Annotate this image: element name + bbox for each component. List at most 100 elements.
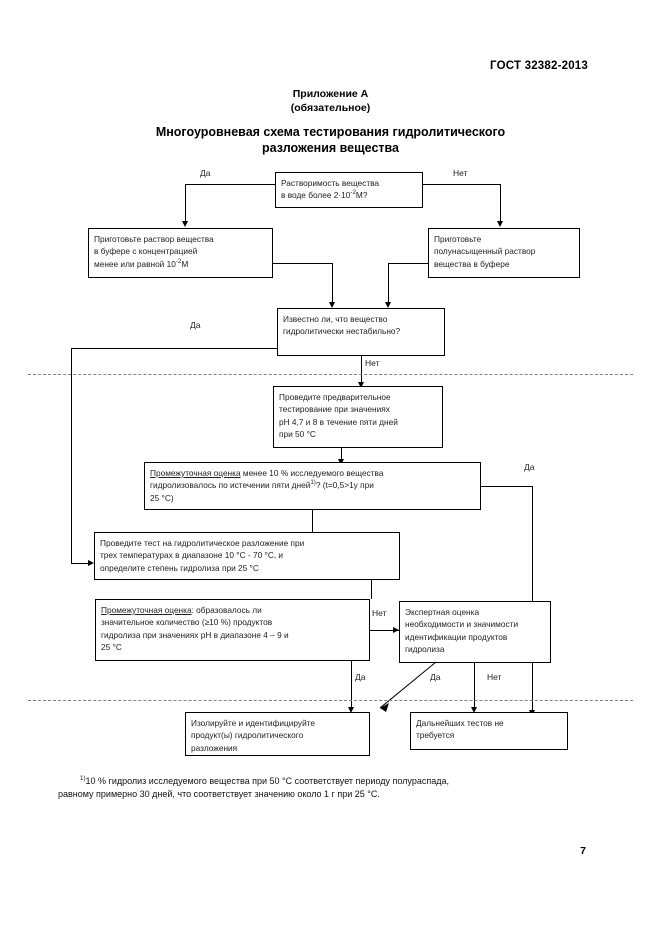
line-interim2-no xyxy=(370,630,399,631)
arrow-interim2-no-to-expert xyxy=(393,627,399,633)
line-expert-yes-diagonal xyxy=(379,661,437,712)
node-interim1-footnote-ref: 1) xyxy=(310,479,316,487)
node-solubility-line2: в воде более 2·10-2М? xyxy=(281,189,417,201)
line-known-no-down xyxy=(361,356,362,384)
line-expert-no-down xyxy=(474,663,475,709)
line-buffer-down xyxy=(332,263,333,303)
node-isolate-line3: разложения xyxy=(191,742,238,753)
label-no-solubility: Нет xyxy=(453,168,468,178)
node-interim2-line1: Промежуточная оценка: образовалось ли xyxy=(101,604,364,616)
node-expert-line3: идентификации продуктов xyxy=(405,631,508,642)
node-solubility-line1: Растворимость вещества xyxy=(281,178,380,188)
label-yes-solubility: Да xyxy=(200,168,211,178)
page-title: Многоуровневая схема тестирования гидрол… xyxy=(155,125,506,155)
node-prepare-buffer-line3-b: М xyxy=(181,258,189,269)
node-hydrolysis-test-line2: трех температурах в диапазоне 10 °С - 70… xyxy=(100,550,284,561)
node-prepare-saturated-line1: Приготовьте xyxy=(434,234,482,244)
node-no-further-tests: Дальнейших тестов не требуется xyxy=(410,712,568,750)
node-interim2-line1-rest: : образовалось ли xyxy=(191,605,262,615)
node-hydrolysis-test-line1: Проведите тест на гидролитическое разлож… xyxy=(100,538,305,548)
node-prepare-buffer-line2: в буфере с концентрацией xyxy=(94,246,198,257)
annex-kind: (обязательное) xyxy=(290,102,371,114)
node-interim2-line2: значительное количество (≥10 %) продукто… xyxy=(101,617,273,628)
label-yes-known-unstable: Да xyxy=(190,320,201,330)
arrow-interim2-yes-to-isolate xyxy=(348,707,354,713)
line-known-yes-down xyxy=(71,348,72,563)
node-interim1-line1: Промежуточная оценка менее 10 % исследуе… xyxy=(150,467,475,479)
footnote: 1)10 % гидролиз исследуемого вещества пр… xyxy=(58,775,601,801)
node-isolate-identify: Изолируйте и идентифицируйте продукт(ы) … xyxy=(185,712,370,756)
document-standard-code: ГОСТ 32382-2013 xyxy=(490,60,588,72)
node-expert-line2: необходимости и значимости xyxy=(405,619,519,630)
node-preliminary-test-line1: Проведите предварительное xyxy=(279,392,391,402)
node-prepare-saturated-line3: вещества в буфере xyxy=(434,258,510,269)
node-prepare-saturated: Приготовьте полунасыщенный раствор вещес… xyxy=(428,228,580,278)
node-solubility-line2-b: М? xyxy=(355,190,368,201)
line-buffer-out xyxy=(273,263,333,264)
arrow-known-no-to-preliminary xyxy=(358,382,364,388)
node-known-unstable: Известно ли, что вещество гидролитически… xyxy=(277,308,445,356)
node-no-further-line2: требуется xyxy=(416,730,455,741)
line-preliminary-to-interim1 xyxy=(341,448,342,462)
node-expert-line4: гидролиза xyxy=(405,644,445,655)
node-interim-assessment-1: Промежуточная оценка менее 10 % исследуе… xyxy=(144,462,481,510)
node-prepare-buffer-line1: Приготовьте раствор вещества xyxy=(94,234,214,244)
arrow-to-prepare-saturated xyxy=(497,221,503,227)
node-interim-assessment-2: Промежуточная оценка: образовалось ли зн… xyxy=(95,599,370,661)
node-solubility-line2-a: в воде более 2·10 xyxy=(281,190,351,201)
node-no-further-line1: Дальнейших тестов не xyxy=(416,718,504,728)
line-known-yes-in xyxy=(71,563,91,564)
node-interim1-line2-a: гидролизовалось по истечении пяти дней xyxy=(150,480,311,491)
line-interim2-yes-down xyxy=(351,661,352,709)
annex-label: Приложение А xyxy=(292,88,369,100)
node-isolate-line2: продукт(ы) гидролитического xyxy=(191,730,304,741)
label-yes-interim1: Да xyxy=(524,462,535,472)
node-prepare-saturated-line2: полунасыщенный раствор xyxy=(434,246,536,257)
line-interim1-yes xyxy=(481,486,533,487)
node-hydrolysis-test-line3: определите степень гидролиза при 25 °С xyxy=(100,562,259,573)
node-preliminary-test-line4: при 50 °С xyxy=(279,429,316,440)
node-interim1-line2: гидролизовалось по истечении пяти дней1)… xyxy=(150,479,475,491)
line-solubility-right xyxy=(423,184,501,185)
node-solubility: Растворимость вещества в воде более 2·10… xyxy=(275,172,423,208)
line-interim1-no-down xyxy=(312,510,313,550)
line-solubility-left-down xyxy=(185,184,186,222)
node-prepare-buffer: Приготовьте раствор вещества в буфере с … xyxy=(88,228,273,278)
label-no-interim2: Нет xyxy=(372,608,387,618)
node-interim1-underlined: Промежуточная оценка xyxy=(150,468,241,478)
line-saturated-out xyxy=(388,263,429,264)
footnote-line2: равному примерно 30 дней, что соответств… xyxy=(58,789,380,799)
node-preliminary-test-line3: pH 4,7 и 8 в течение пяти дней xyxy=(279,416,398,427)
arrow-expert-no-to-no-further xyxy=(471,707,477,713)
label-yes-interim2: Да xyxy=(355,672,366,682)
node-expert-evaluation: Экспертная оценка необходимости и значим… xyxy=(399,601,551,663)
footnote-marker: 1) xyxy=(80,775,86,782)
label-no-known-unstable: Нет xyxy=(365,358,380,368)
node-prepare-buffer-line3-a: менее или равной 10 xyxy=(94,258,176,269)
node-preliminary-test-line2: тестирование при значениях xyxy=(279,404,390,415)
arrow-known-yes-to-hydrolysis xyxy=(88,560,94,566)
node-expert-line1: Экспертная оценка xyxy=(405,607,480,617)
line-interim1-yes-down xyxy=(532,486,533,712)
node-known-unstable-line1: Известно ли, что вещество xyxy=(283,314,388,324)
node-interim2-line3: гидролиза при значениях pH в диапазоне 4… xyxy=(101,629,289,640)
line-solubility-right-down xyxy=(500,184,501,222)
node-prepare-buffer-exponent: -2 xyxy=(175,258,182,266)
node-interim2-line4: 25 °С xyxy=(101,642,122,653)
footnote-line1: 1)10 % гидролиз исследуемого вещества пр… xyxy=(58,775,601,788)
divider-dashed-top xyxy=(28,374,633,375)
node-prepare-buffer-line3: менее или равной 10-2М xyxy=(94,258,267,270)
line-hydrolysis-to-interim2 xyxy=(371,580,372,599)
line-solubility-left xyxy=(185,184,275,185)
node-known-unstable-line2: гидролитически нестабильно? xyxy=(283,326,401,337)
node-hydrolysis-test: Проведите тест на гидролитическое разлож… xyxy=(94,532,400,580)
footnote-line1-text: 10 % гидролиз исследуемого вещества при … xyxy=(85,776,449,786)
node-solubility-exponent: -2 xyxy=(350,189,356,197)
label-no-expert: Нет xyxy=(487,672,502,682)
divider-dashed-bottom xyxy=(28,700,633,701)
arrow-buffer-to-known xyxy=(329,302,335,308)
node-isolate-line1: Изолируйте и идентифицируйте xyxy=(191,718,316,728)
line-known-yes xyxy=(71,348,277,349)
node-interim2-underlined: Промежуточная оценка xyxy=(101,605,192,615)
